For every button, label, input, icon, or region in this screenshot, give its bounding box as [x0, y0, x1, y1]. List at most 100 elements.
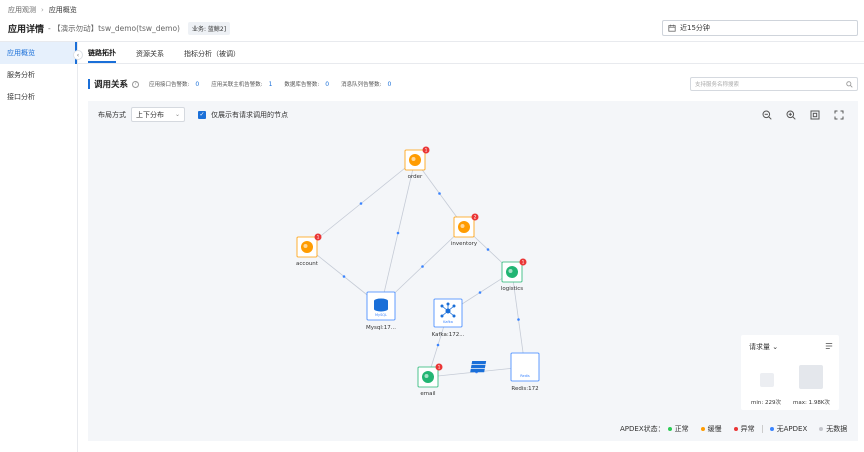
- section-title: 调用关系: [94, 80, 129, 90]
- zoom-in-icon[interactable]: [785, 109, 797, 121]
- edge-flow-dot: [478, 291, 482, 294]
- section-marker: [88, 79, 90, 89]
- canvas-toolbar: [761, 109, 845, 121]
- breadcrumb-item-observe[interactable]: 应用观测: [8, 6, 36, 14]
- help-icon[interactable]: ?: [132, 80, 140, 88]
- sidebar-item-overview[interactable]: 应用概览: [0, 42, 77, 64]
- tab-trace-topology[interactable]: 链路拓扑: [88, 45, 116, 63]
- alarm-count: 1: [425, 148, 428, 154]
- stat-value-api-alarm[interactable]: 0: [195, 80, 200, 88]
- service-icon-highlight: [424, 374, 429, 378]
- header-divider: [0, 41, 864, 42]
- chevron-down-icon: ⌄: [772, 343, 779, 351]
- page-title: 应用详情: [8, 24, 45, 35]
- business-tag: 业务: 蓝鲸2]: [187, 21, 231, 35]
- service-icon-highlight: [411, 157, 416, 161]
- topology-graph[interactable]: 1order1account2inventory1logisticsMySQLM…: [88, 101, 728, 441]
- alarm-badge[interactable]: [519, 258, 527, 266]
- apdex-none: 无APDEX: [776, 425, 808, 433]
- edge-flow-dot: [486, 248, 490, 251]
- legend-min: min: 229次: [751, 400, 781, 406]
- redis-icon: [470, 369, 485, 373]
- node-order[interactable]: 1 order: [404, 146, 430, 181]
- node-mysql[interactable]: MySQL Mysql:17...: [366, 291, 396, 331]
- layout-select[interactable]: 上下分布 ⌄: [131, 107, 185, 122]
- calendar-icon: [668, 24, 676, 32]
- chevron-right-icon: ›: [41, 6, 44, 14]
- alarm-badge[interactable]: [471, 213, 479, 221]
- alarm-count: 2: [474, 215, 477, 221]
- sidebar-item-service-analysis[interactable]: 服务分析: [0, 64, 77, 86]
- redis-icon: [471, 361, 487, 365]
- alarm-badge[interactable]: [435, 363, 443, 371]
- search-placeholder: 支持服务名称搜索: [695, 82, 740, 88]
- stat-label-mq-alarm: 消息队列告警数:: [341, 82, 382, 88]
- edge-flow-dot: [396, 231, 400, 235]
- node-label: account: [296, 261, 319, 267]
- sidebar-item-label: 应用概览: [7, 49, 35, 57]
- alarm-count: 1: [522, 260, 525, 266]
- node-kafka[interactable]: KafkaKafka:172...: [432, 298, 465, 338]
- app-name: - 【演示勿动】tsw_demo(tsw_demo): [48, 23, 180, 33]
- only-requested-checkbox[interactable]: ✓: [198, 110, 206, 119]
- breadcrumb: 应用观测 › 应用概览: [8, 5, 77, 15]
- apdex-slow: 缓慢: [707, 425, 722, 433]
- apdex-dot-error: [733, 427, 738, 431]
- edge-flow-dot: [359, 202, 363, 205]
- kafka-icon-node: [440, 304, 444, 308]
- edge-flow-dot: [438, 192, 441, 195]
- only-requested-label: 仅展示有请求调用的节点: [211, 110, 288, 119]
- filter-icon[interactable]: [825, 342, 833, 352]
- time-range-picker[interactable]: 近15分钟: [662, 20, 858, 36]
- page-header: 应用详情 - 【演示勿动】tsw_demo(tsw_demo) 业务: 蓝鲸2]: [8, 20, 231, 36]
- apdex-dot-slow: [700, 427, 705, 431]
- apdex-dot-normal: [667, 427, 672, 431]
- breadcrumb-item-current: 应用概览: [48, 6, 77, 14]
- tab-metric-analysis[interactable]: 指标分析（被调）: [184, 50, 240, 58]
- service-search-input[interactable]: 支持服务名称搜索: [690, 77, 858, 91]
- edge-flow-dot: [517, 318, 520, 321]
- node-type-caption: Redis: [520, 374, 530, 378]
- apdex-divider: [761, 425, 763, 433]
- alarm-badge[interactable]: [422, 146, 430, 154]
- request-volume-legend: 请求量 ⌄ min: 229次 max: 1.98K次: [741, 335, 839, 410]
- sidebar-collapse-button[interactable]: ‹: [73, 50, 83, 60]
- tabs-divider: [78, 63, 864, 64]
- edge-flow-dot: [421, 265, 424, 268]
- alarm-badge[interactable]: [314, 233, 322, 241]
- node-label: Mysql:17...: [366, 325, 396, 331]
- fit-view-icon[interactable]: [809, 109, 821, 121]
- redis-icon: [470, 365, 486, 369]
- node-label: order: [408, 174, 423, 180]
- sidebar-item-api-analysis[interactable]: 接口分析: [0, 86, 77, 108]
- layout-label: 布局方式: [98, 110, 126, 119]
- node-label: email: [420, 391, 436, 397]
- chevron-left-icon: ‹: [76, 51, 80, 59]
- stat-value-db-alarm[interactable]: 0: [325, 80, 330, 88]
- fullscreen-icon[interactable]: [833, 109, 845, 121]
- database-icon-body: [374, 301, 388, 309]
- sidebar: 应用概览 服务分析 接口分析: [0, 42, 78, 452]
- apdex-legend: APDEX状态： 正常 缓慢 异常 无APDEX 无数据: [620, 424, 847, 434]
- node-label: Redis:172: [511, 386, 538, 392]
- zoom-out-icon[interactable]: [761, 109, 773, 121]
- edge-flow-dot: [342, 275, 346, 278]
- call-relation-header: 调用关系 ? 应用接口告警数: 0 应用关联主机告警数: 1 数据库告警数: 0…: [88, 78, 399, 90]
- chevron-down-icon: ⌄: [174, 111, 180, 118]
- node-type-caption: MySQL: [375, 313, 387, 317]
- sidebar-item-label: 接口分析: [7, 93, 35, 101]
- stat-value-host-alarm[interactable]: 1: [268, 80, 273, 88]
- small-node-legend-icon: [760, 373, 774, 387]
- stat-value-mq-alarm[interactable]: 0: [387, 80, 392, 88]
- tab-resource-relation[interactable]: 资源关系: [136, 50, 164, 58]
- legend-metric-select[interactable]: 请求量 ⌄: [749, 342, 778, 352]
- topology-controls: 布局方式 上下分布 ⌄ ✓ 仅展示有请求调用的节点: [98, 107, 288, 122]
- service-icon-highlight: [303, 244, 308, 248]
- node-type-caption: Kafka: [443, 320, 453, 324]
